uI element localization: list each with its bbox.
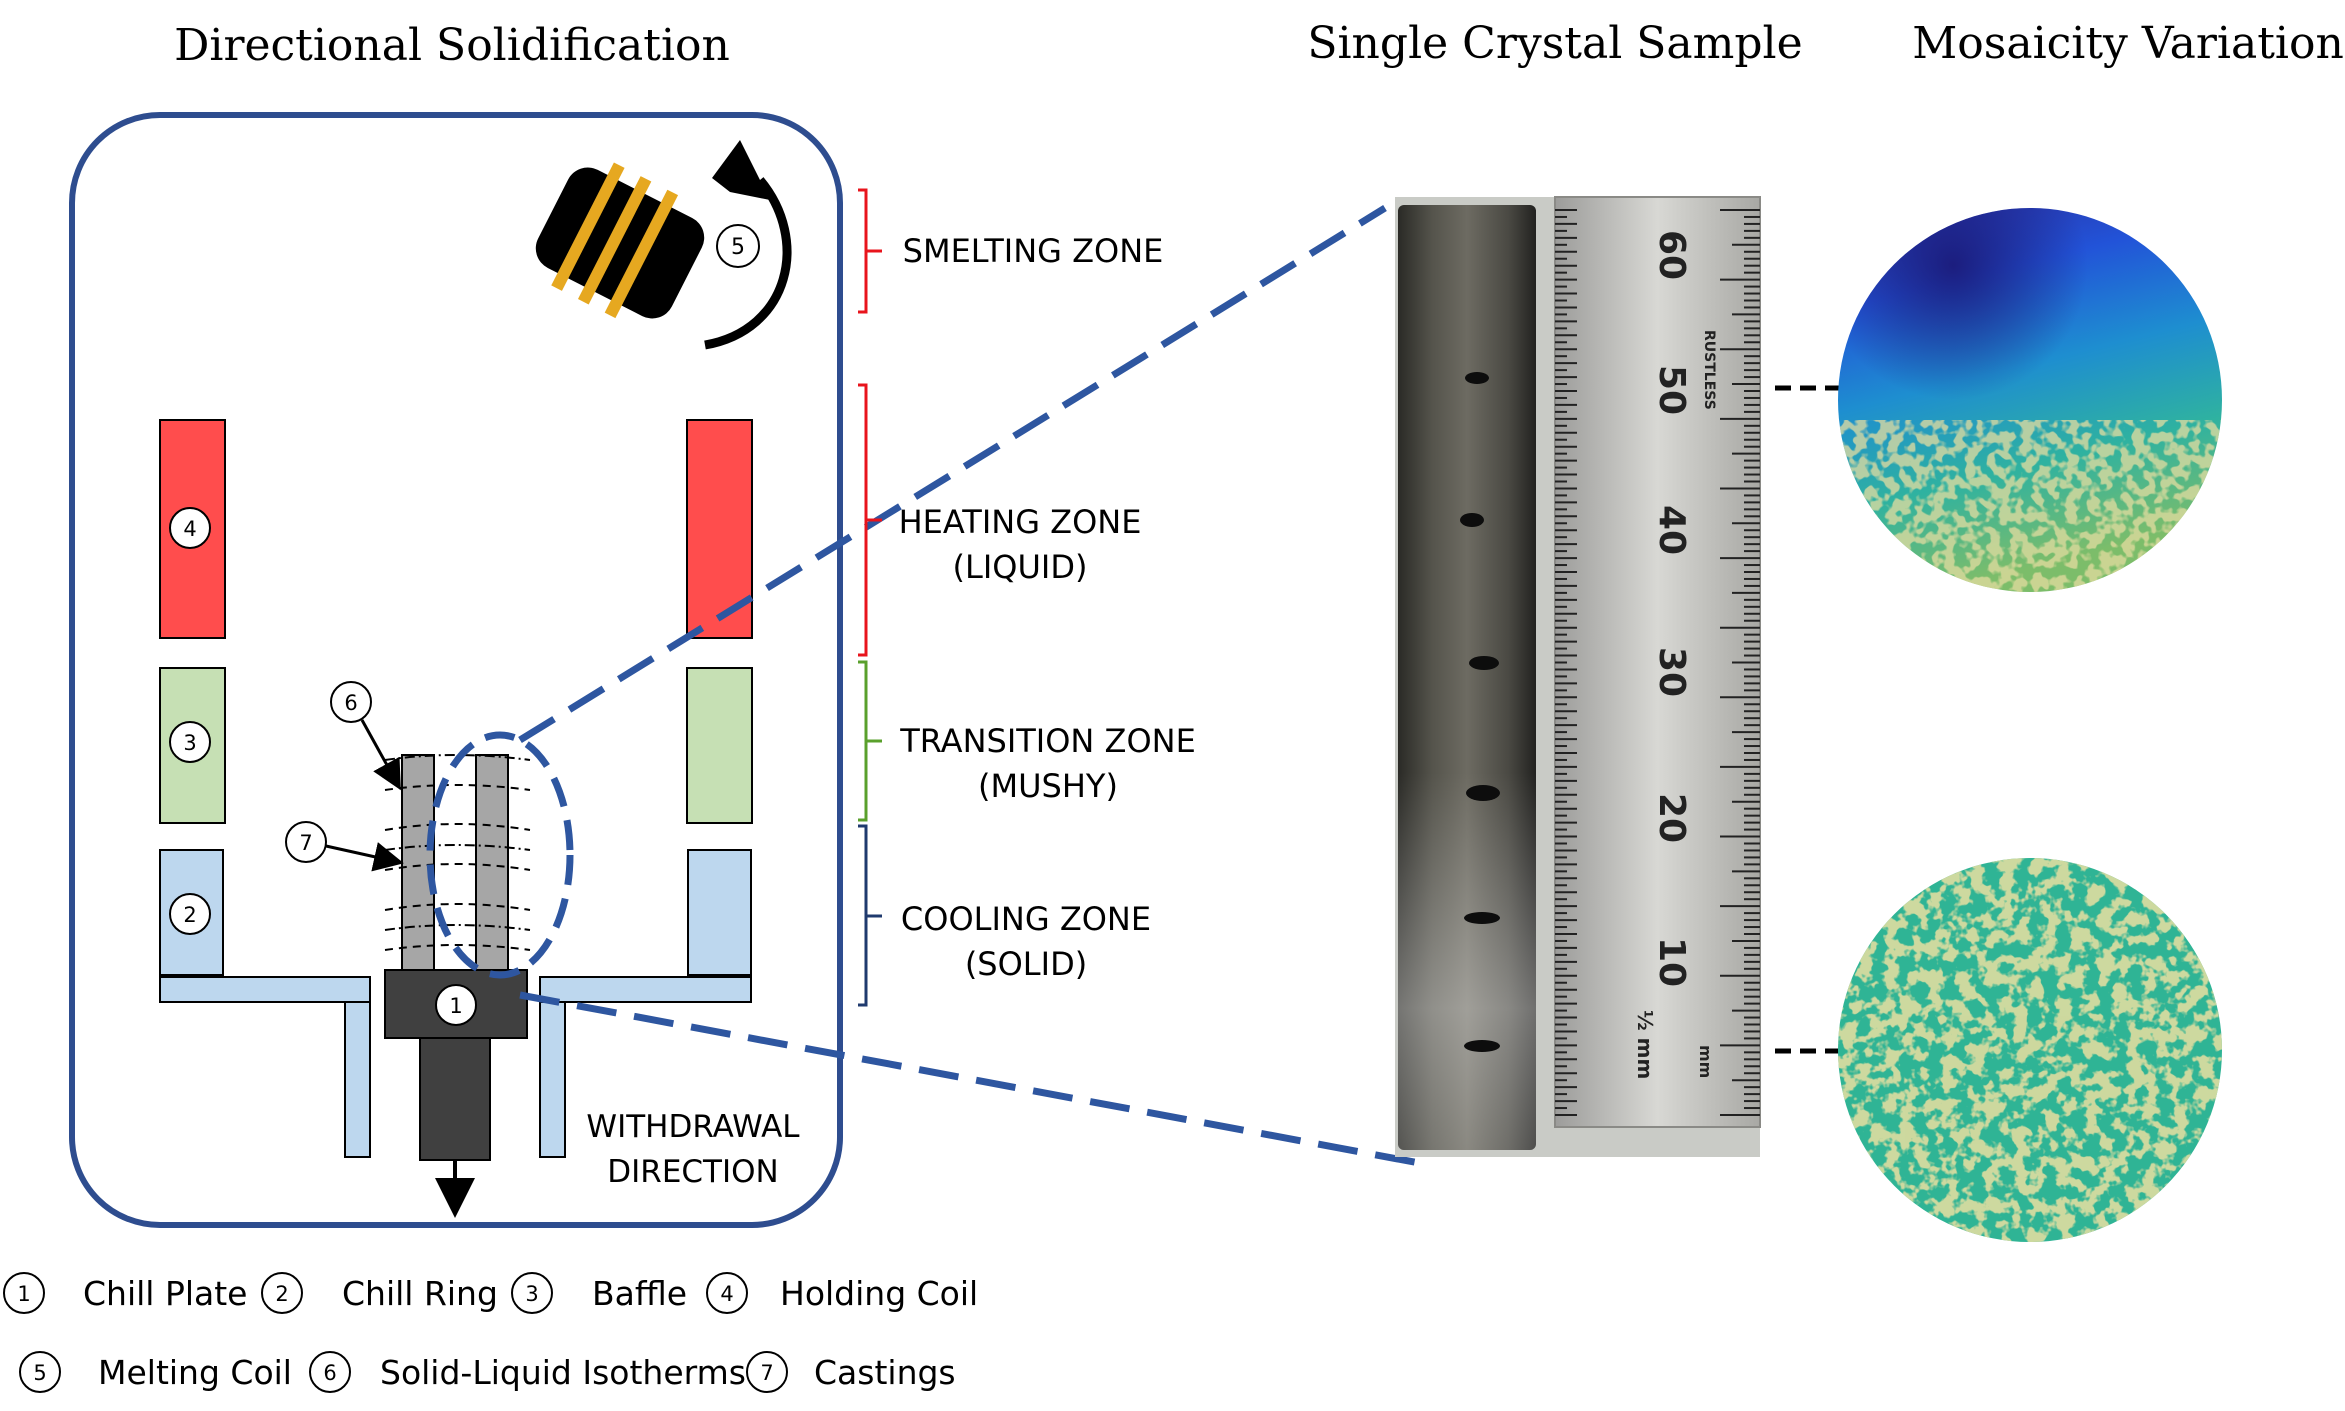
ruler-units-half-mm: ½ mm: [1633, 1010, 1657, 1079]
marker-2: [169, 893, 211, 935]
legend-marker-number: 6: [323, 1361, 336, 1385]
mosaicity-map-top: [1838, 208, 2222, 592]
ruler-label: 10: [1651, 937, 1692, 987]
legend: 1 Chill Plate 2 Chill Ring 3 Baffle 4 Holding C…: [3, 1272, 978, 1393]
ruler-labels: 60 50 40 30 20 10: [1651, 230, 1692, 987]
legend-marker-number: 3: [525, 1282, 538, 1306]
marker-6-pointer: [360, 719, 401, 791]
marker-3: [169, 721, 211, 763]
legend-label: Baffle: [592, 1274, 687, 1313]
legend-marker-5: [19, 1351, 61, 1393]
legend-label: Castings: [814, 1353, 956, 1392]
zone-bracket-cooling: [858, 824, 882, 1007]
zone-label-cooling: COOLING ZONE: [901, 900, 1151, 938]
zone-bracket-transition: [858, 660, 882, 822]
zone-bracket-heating: [858, 383, 882, 657]
zone-sublabel-heating: (LIQUID): [953, 548, 1088, 586]
ruler-ticks: [1555, 209, 1760, 1116]
zone-sublabel-cooling: (SOLID): [965, 945, 1087, 983]
casting-right: [475, 754, 509, 971]
legend-marker-3: [511, 1272, 553, 1314]
legend-marker-number: 4: [720, 1282, 733, 1306]
withdrawal-label-line1: WITHDRAWAL: [586, 1109, 800, 1145]
legend-label: Solid-Liquid Isotherms: [380, 1353, 746, 1392]
zone-label-heating: HEATING ZONE: [899, 503, 1142, 541]
withdrawal-label-line2: DIRECTION: [607, 1154, 778, 1190]
holding-coil-right: [686, 419, 753, 639]
marker-5-label: 5: [731, 235, 745, 260]
marker-7: [285, 821, 327, 863]
rotation-arrowhead-icon: [712, 140, 770, 200]
casting-callout-ellipse: [426, 731, 574, 979]
title-directional-solidification: Directional Solidification: [174, 20, 730, 71]
marker-4: [169, 507, 211, 549]
projection-line-bottom: [519, 991, 1431, 1169]
mosaicity-map-bottom: [1838, 858, 2222, 1242]
zone-label-transition: TRANSITION ZONE: [899, 722, 1196, 760]
marker-6: [330, 681, 372, 723]
legend-label: Holding Coil: [780, 1274, 978, 1313]
ruler-label: 30: [1651, 647, 1692, 697]
legend-marker-4: [706, 1272, 748, 1314]
marker-7-label: 7: [299, 831, 312, 855]
ruler-label: 20: [1651, 793, 1692, 843]
ruler-units-mm: mm: [1696, 1045, 1715, 1078]
title-single-crystal-sample: Single Crystal Sample: [1307, 18, 1802, 69]
legend-marker-1: [3, 1272, 45, 1314]
legend-label: Chill Plate: [83, 1274, 247, 1313]
zone-label-smelting: SMELTING ZONE: [903, 232, 1164, 270]
marker-7-pointer: [325, 842, 404, 872]
legend-marker-number: 7: [760, 1361, 773, 1385]
ruler-brand: RUSTLESS: [1701, 330, 1717, 410]
ruler-label: 50: [1651, 365, 1692, 415]
ruler-label: 40: [1651, 505, 1692, 555]
title-mosaicity-variation: Mosaicity Variation: [1912, 18, 2344, 69]
zone-bracket-smelting: [858, 188, 882, 314]
marker-1-label: 1: [449, 994, 462, 1018]
ruler: [1554, 196, 1761, 1128]
rod-marks: [1460, 372, 1500, 1052]
marker-5: [716, 224, 760, 268]
marker-6-label: 6: [344, 691, 357, 715]
marker-4-label: 4: [183, 517, 196, 541]
casting-left: [401, 754, 435, 971]
projection-line-top: [518, 205, 1387, 743]
ruler-label: 60: [1651, 230, 1692, 280]
marker-3-label: 3: [183, 731, 196, 755]
legend-marker-7: [746, 1351, 788, 1393]
legend-marker-number: 2: [275, 1282, 288, 1306]
legend-marker-number: 1: [17, 1282, 30, 1306]
legend-label: Chill Ring: [342, 1274, 498, 1313]
furnace-frame: [69, 112, 843, 1228]
marker-1: [435, 984, 477, 1026]
legend-marker-2: [261, 1272, 303, 1314]
legend-marker-6: [309, 1351, 351, 1393]
legend-label: Melting Coil: [98, 1353, 292, 1392]
isotherm-dashdot-lines: [384, 754, 531, 931]
baffle-right: [686, 667, 753, 824]
melting-coil: [535, 162, 705, 319]
zone-sublabel-transition: (MUSHY): [978, 767, 1118, 805]
sample-photo: 60 50 40 30 20 10 RUSTLESS ½ mm mm: [1395, 196, 1761, 1157]
withdrawal-rod: [419, 1037, 491, 1161]
rotation-arrow-icon: [704, 177, 792, 350]
marker-2-label: 2: [183, 903, 196, 927]
legend-marker-number: 5: [33, 1361, 46, 1385]
